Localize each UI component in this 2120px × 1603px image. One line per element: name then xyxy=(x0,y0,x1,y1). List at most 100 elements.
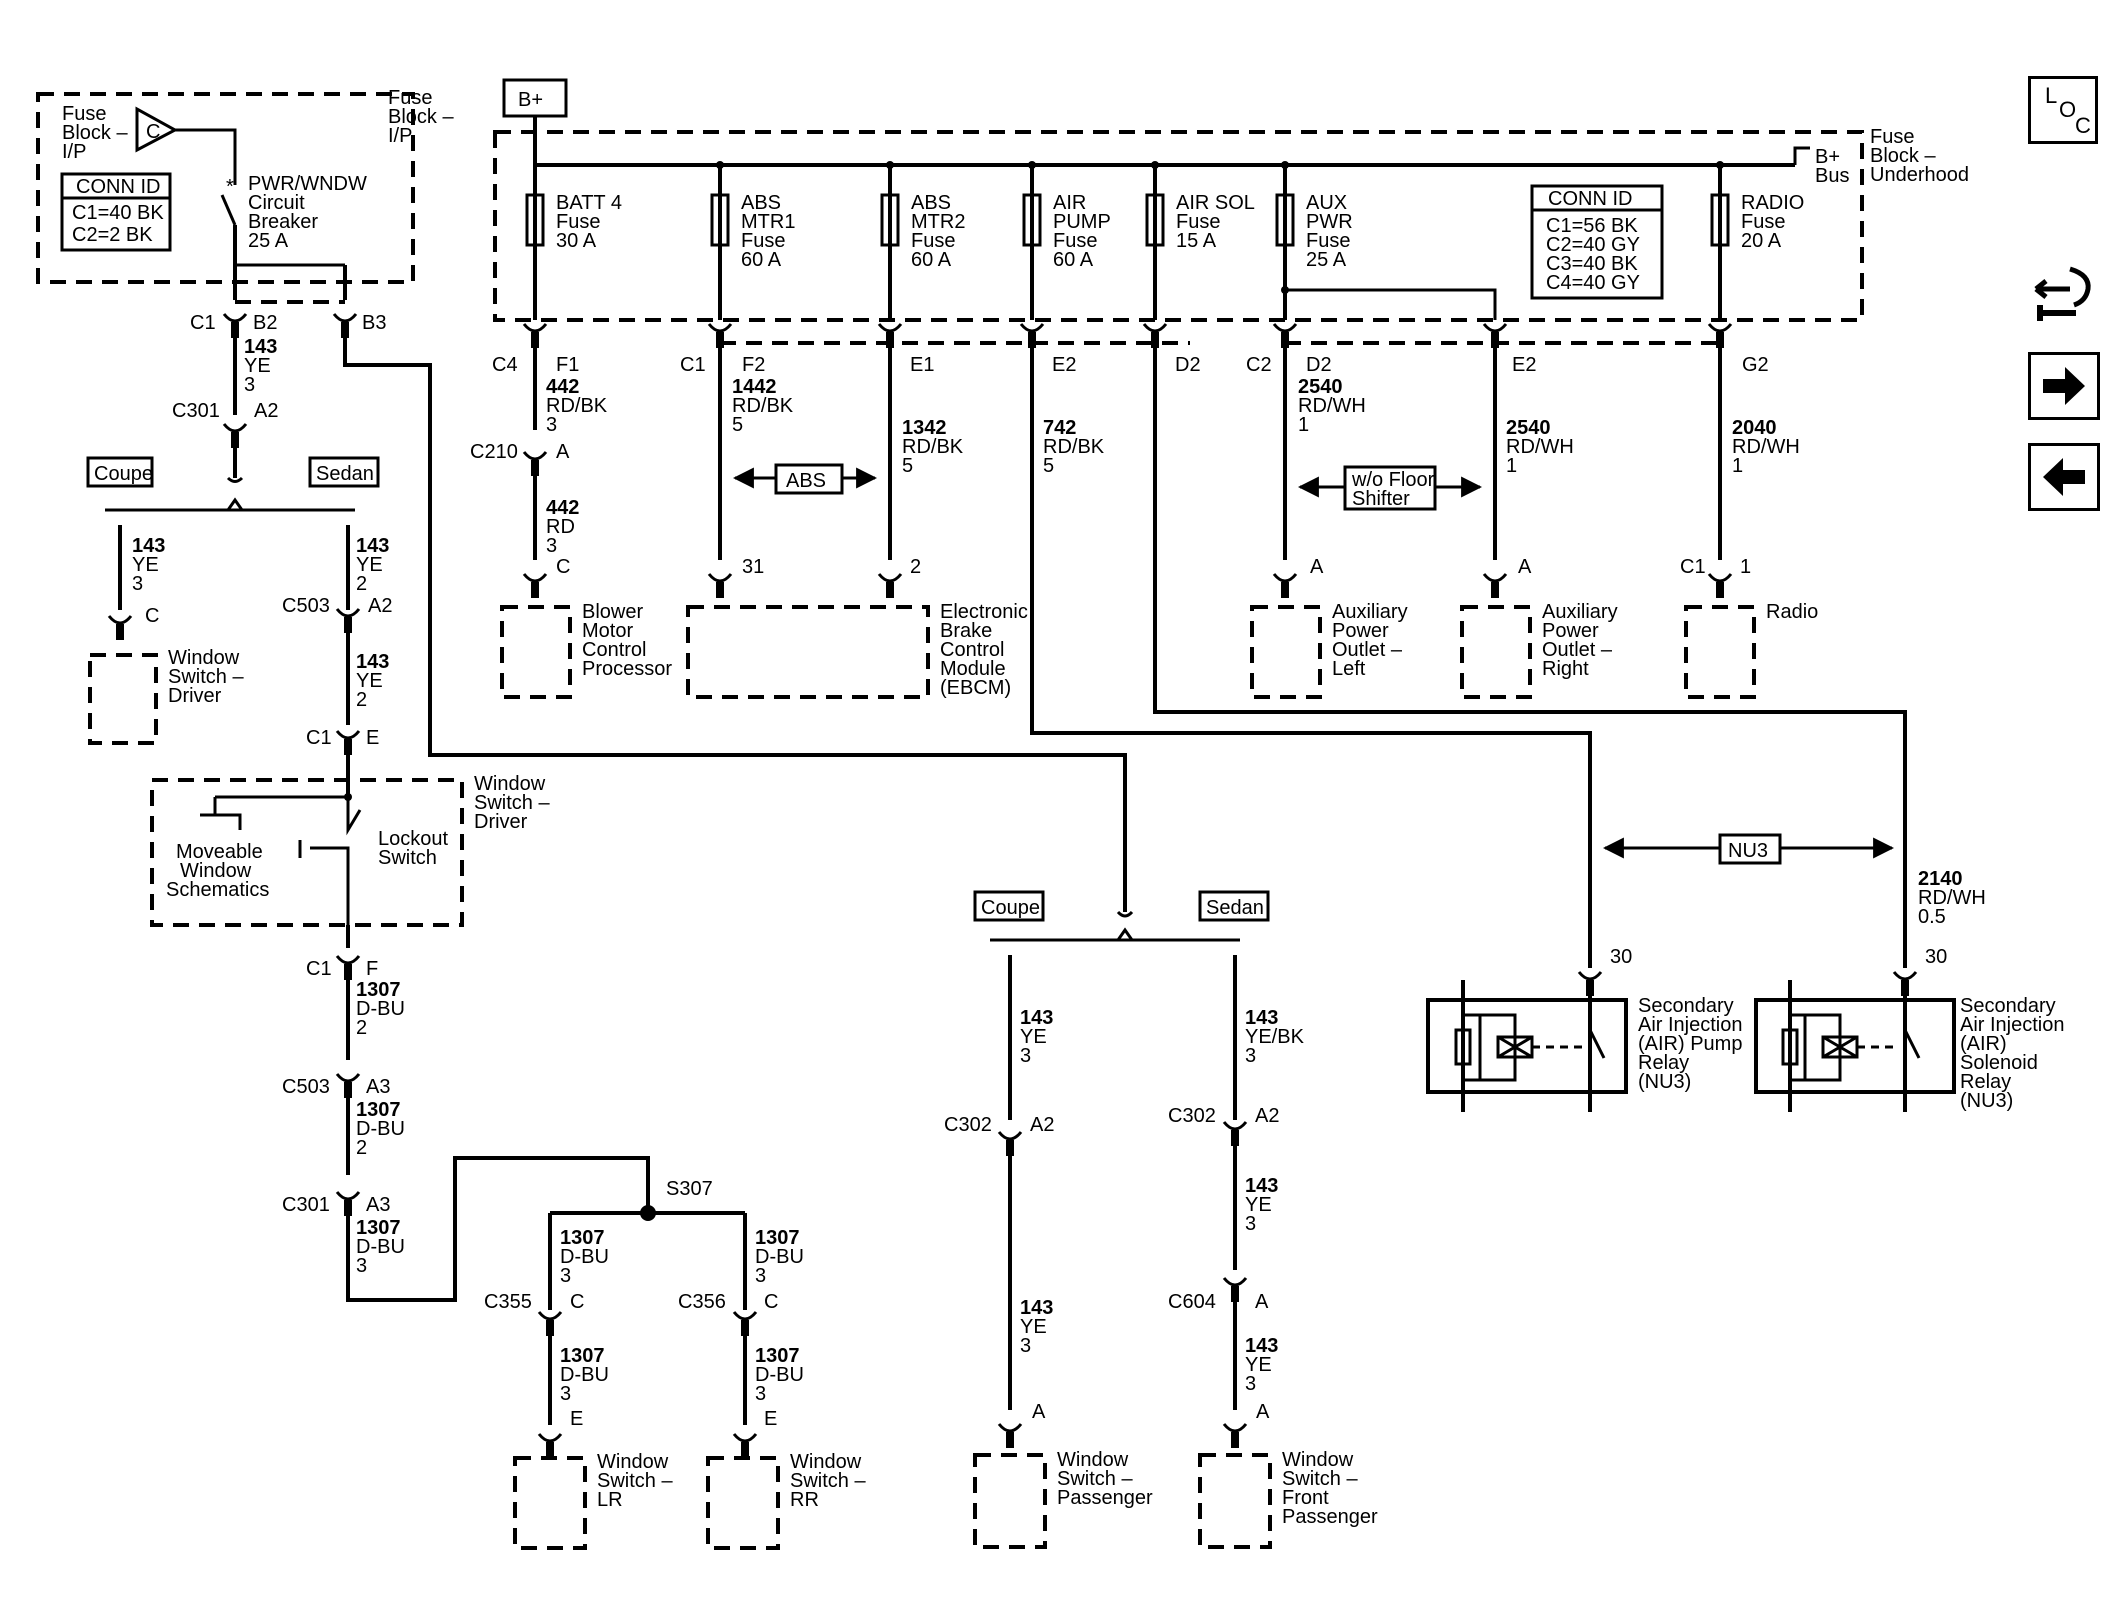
connector-symbol xyxy=(1222,1423,1248,1433)
svg-text:Passenger: Passenger xyxy=(1057,1487,1153,1509)
circuit-breaker-icon xyxy=(135,106,179,153)
svg-text:A: A xyxy=(556,441,570,463)
svg-text:AIR: AIR xyxy=(1053,192,1086,214)
connector-symbol xyxy=(335,955,361,965)
svg-text:1307: 1307 xyxy=(560,1227,605,1249)
connector-pin xyxy=(886,582,894,598)
arrow-right-icon xyxy=(2043,367,2085,405)
fuse-icon xyxy=(1145,193,1165,247)
svg-text:Control: Control xyxy=(940,639,1004,661)
connector-symbol xyxy=(1019,323,1045,333)
svg-text:D2: D2 xyxy=(1175,354,1201,376)
svg-text:C1: C1 xyxy=(680,354,706,376)
svg-text:Fuse: Fuse xyxy=(1870,126,1914,148)
svg-text:Window: Window xyxy=(597,1451,669,1473)
svg-text:RD: RD xyxy=(546,516,575,538)
connector-symbol xyxy=(707,573,733,583)
svg-text:NU3: NU3 xyxy=(1728,840,1768,862)
svg-text:Switch –: Switch – xyxy=(1282,1468,1358,1490)
svg-text:Switch –: Switch – xyxy=(1057,1468,1133,1490)
svg-text:C: C xyxy=(146,121,160,143)
svg-text:C356: C356 xyxy=(678,1291,726,1313)
connector-symbol xyxy=(1892,971,1918,981)
connector-symbol xyxy=(222,313,248,323)
svg-text:C503: C503 xyxy=(282,595,330,617)
back-button[interactable] xyxy=(2028,443,2100,511)
svg-text:3: 3 xyxy=(546,414,557,436)
svg-text:20 A: 20 A xyxy=(1741,230,1782,252)
svg-text:C210: C210 xyxy=(470,441,518,463)
svg-text:C: C xyxy=(764,1291,778,1313)
ip-left-title: Fuse xyxy=(62,103,106,125)
svg-text:Relay: Relay xyxy=(1960,1071,2011,1093)
ip-block-title: Fuse xyxy=(388,87,432,109)
connector-symbol xyxy=(335,1073,361,1083)
svg-text:1307: 1307 xyxy=(560,1345,605,1367)
fuse-icon xyxy=(1275,193,1295,247)
connector-pin xyxy=(344,964,352,980)
resistor-icon xyxy=(1781,1028,1799,1066)
connector-pin xyxy=(546,1442,554,1458)
svg-text:A2: A2 xyxy=(368,595,392,617)
svg-text:Window: Window xyxy=(168,647,240,669)
forward-button[interactable] xyxy=(2028,352,2100,420)
svg-text:A: A xyxy=(1518,556,1532,578)
loc-button[interactable]: L O C xyxy=(2028,76,2098,144)
connector-symbol xyxy=(1707,573,1733,583)
fuse-icon xyxy=(525,193,545,247)
svg-text:ABS: ABS xyxy=(911,192,951,214)
svg-text:Shifter: Shifter xyxy=(1352,488,1410,510)
svg-text:Window: Window xyxy=(1282,1449,1354,1471)
svg-text:5: 5 xyxy=(1043,455,1054,477)
svg-text:1: 1 xyxy=(1506,455,1517,477)
svg-text:3: 3 xyxy=(560,1265,571,1287)
svg-text:1307: 1307 xyxy=(356,1099,401,1121)
connector-pin xyxy=(1006,1140,1014,1156)
svg-text:A2: A2 xyxy=(254,400,278,422)
svg-text:(AIR) Pump: (AIR) Pump xyxy=(1638,1033,1742,1055)
aux-power-outlet-right xyxy=(1460,605,1532,699)
svg-text:143: 143 xyxy=(1245,1335,1278,1357)
svg-text:C: C xyxy=(556,556,570,578)
svg-text:C2=2 BK: C2=2 BK xyxy=(72,224,153,246)
svg-text:YE: YE xyxy=(356,554,383,576)
svg-text:3: 3 xyxy=(1245,1213,1256,1235)
svg-text:Secondary: Secondary xyxy=(1960,995,2056,1017)
connector-pin xyxy=(531,582,539,598)
blower-motor-control-processor xyxy=(500,605,572,699)
connector-symbol xyxy=(335,730,361,740)
svg-text:1: 1 xyxy=(1298,414,1309,436)
svg-text:Left: Left xyxy=(1332,658,1366,680)
svg-text:Bus: Bus xyxy=(1815,165,1849,187)
svg-text:5: 5 xyxy=(732,414,743,436)
ebcm xyxy=(686,605,930,699)
svg-text:RD/WH: RD/WH xyxy=(1298,395,1366,417)
svg-text:3: 3 xyxy=(560,1383,571,1405)
svg-text:2: 2 xyxy=(356,1137,367,1159)
svg-text:PWR: PWR xyxy=(1306,211,1353,233)
svg-text:Block –: Block – xyxy=(388,106,454,128)
svg-text:E: E xyxy=(570,1408,583,1430)
svg-text:S307: S307 xyxy=(666,1178,713,1200)
svg-text:1: 1 xyxy=(1740,556,1751,578)
connector-pin xyxy=(741,1442,749,1458)
connector-pin xyxy=(1231,1130,1239,1146)
svg-text:Sedan: Sedan xyxy=(1206,897,1264,919)
svg-text:YE: YE xyxy=(1245,1354,1272,1376)
svg-text:3: 3 xyxy=(132,573,143,595)
tools-icon[interactable] xyxy=(2030,255,2100,335)
svg-text:2: 2 xyxy=(356,689,367,711)
svg-text:3: 3 xyxy=(356,1255,367,1277)
svg-text:D-BU: D-BU xyxy=(356,1236,405,1258)
svg-text:A2: A2 xyxy=(1255,1105,1279,1127)
